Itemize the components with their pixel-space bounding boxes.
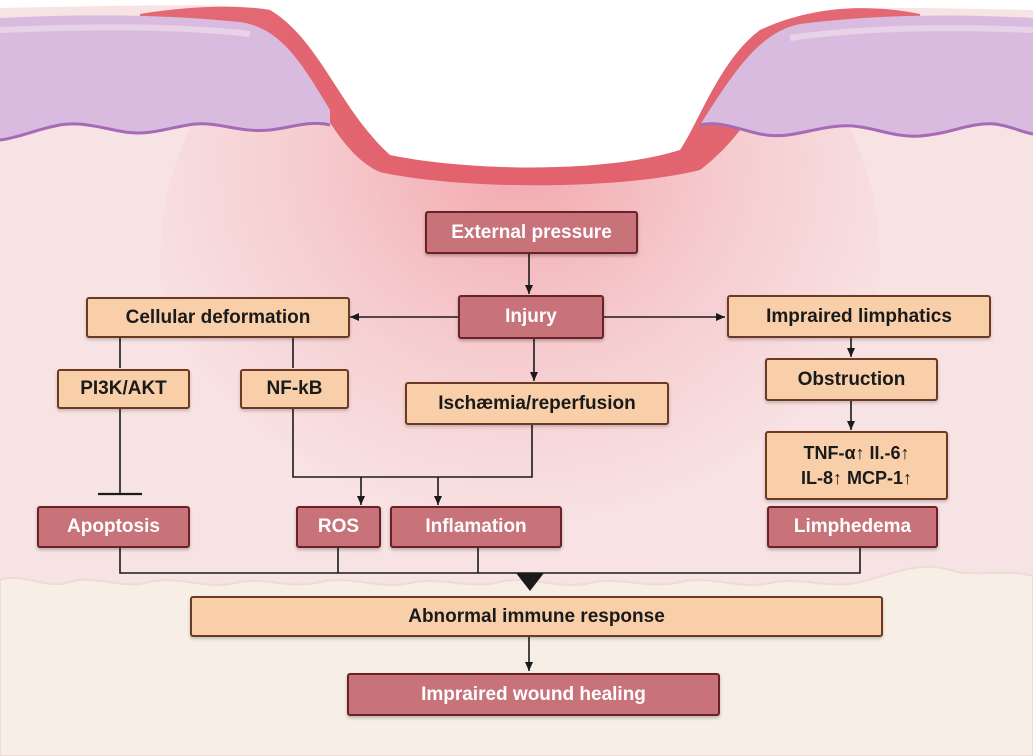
convergence-arrowhead	[516, 573, 544, 591]
line-lymphedema-to-immune	[530, 548, 861, 574]
node-obstruction: Obstruction	[765, 358, 938, 401]
epidermis-right-basal-line	[699, 122, 1033, 138]
epidermis-stripe-right	[789, 25, 1033, 41]
node-inflammation: Inflamation	[390, 506, 562, 548]
node-ischaemia-reperfusion: Ischæmia/reperfusion	[405, 382, 669, 425]
node-ros: ROS	[296, 506, 381, 548]
epidermis-right	[700, 15, 1033, 137]
cytokines-line-1: TNF-α↑ II.-6↑	[803, 442, 910, 463]
node-impaired-wound-healing: Impraired wound healing	[347, 673, 720, 716]
node-lymphedema: Limphedema	[767, 506, 938, 548]
node-abnormal-immune-response: Abnormal immune response	[190, 596, 883, 637]
epidermis-stripe-left	[0, 24, 251, 37]
node-nf-kb: NF-kB	[240, 369, 349, 409]
node-impaired-lymphatics: Impraired limphatics	[727, 295, 991, 338]
wound-cavity	[0, 0, 1033, 168]
epidermis-left	[0, 15, 330, 141]
node-injury: Injury	[458, 295, 604, 339]
cytokines-line-2: IL-8↑ MCP-1↑	[800, 467, 912, 488]
node-cellular-deformation: Cellular deformation	[86, 297, 350, 338]
node-external-pressure: External pressure	[425, 211, 638, 254]
epidermis-left-basal-line	[0, 121, 331, 142]
node-apoptosis: Apoptosis	[37, 506, 190, 548]
node-pi3k-akt: PI3K/AKT	[57, 369, 190, 409]
wound-edge	[140, 6, 920, 186]
node-cytokines: TNF-α↑ II.-6↑ IL-8↑ MCP-1↑	[765, 431, 948, 500]
line-nfkb-ischaemia-merge	[292, 409, 533, 478]
line-apoptosis-to-immune	[119, 548, 530, 574]
